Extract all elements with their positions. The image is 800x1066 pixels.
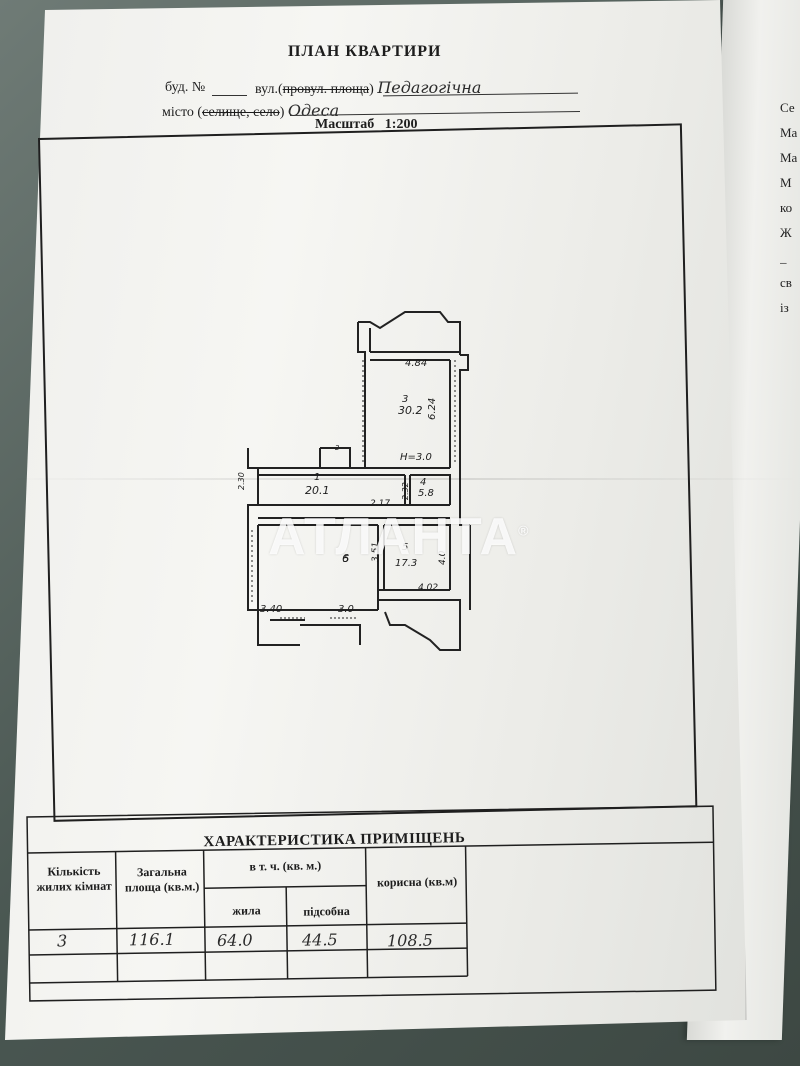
value-living: 64.0 [216, 930, 253, 950]
watermark-text: АТЛАНТА [268, 508, 519, 566]
dim-label: 3.51 [371, 542, 381, 562]
back-fragment: Ма [780, 150, 798, 165]
street-label-close: ) [369, 82, 374, 97]
city-label: місто ( [162, 105, 203, 120]
value-rooms: 3 [56, 931, 68, 951]
dim-label: 2.30 [237, 472, 246, 490]
dim-label: 4.84 [405, 358, 427, 369]
room-area: 30.2 [398, 404, 423, 417]
dim-label: 4.0 [438, 550, 448, 565]
watermark-reg: ® [518, 522, 530, 539]
street-label-struck: провул. площа [282, 82, 370, 97]
scale-row: Масштаб 1:200 [315, 117, 417, 133]
page-fold [0, 478, 800, 480]
document-title: ПЛАН КВАРТИРИ [288, 43, 442, 60]
room-area: 17.3 [395, 558, 417, 569]
dim-label: 3.40 [260, 604, 282, 615]
dim-label: 2.32 [401, 482, 410, 500]
dim-label: H=3.0 [400, 452, 432, 463]
room-area: 5.8 [418, 488, 434, 499]
building-underline [212, 95, 247, 96]
value-auxiliary: 44.5 [301, 930, 338, 950]
dim-label: 2.17 [370, 499, 390, 509]
scale-value: 1:200 [384, 117, 418, 132]
room-number: 1 [314, 472, 320, 483]
table-grid [26, 805, 717, 1002]
back-fragment: Ма [780, 125, 798, 140]
value-total: 116.1 [128, 929, 175, 950]
room-area: 20.1 [305, 484, 330, 497]
room-number: 4 [420, 477, 426, 488]
header-useful: корисна (кв.м) [376, 874, 458, 890]
room-number: 6 [342, 552, 349, 565]
back-fragment: _ [780, 250, 787, 265]
back-page-text: Се Ма Ма М ко Ж _ св із [780, 95, 800, 320]
building-label: буд. № [165, 80, 206, 95]
header-auxiliary: підсобна [303, 903, 350, 919]
back-fragment: Се [780, 100, 795, 115]
back-fragment: ко [780, 200, 793, 215]
floor-plan: 4.84 3 30.2 6.24 H=3.0 1 20.1 2.30 2.32 … [237, 311, 471, 651]
characteristics-table: ХАРАКТЕРИСТИКА ПРИМІЩЕНЬ Кількість жилих… [25, 804, 718, 1005]
back-fragment: Ж [780, 225, 792, 240]
scale-label: Масштаб [315, 117, 375, 132]
room-number: 3 [402, 394, 408, 405]
header-living: жила [232, 903, 261, 918]
header-rooms: Кількість жилих кімнат [36, 863, 112, 894]
wall [357, 322, 366, 468]
dim-label: 4.02 [418, 583, 438, 593]
city-label-close: ) [279, 105, 285, 120]
street-row: вул.(провул. площа) Педагогічна [255, 78, 481, 98]
building-row: буд. № [165, 80, 205, 96]
header-including: в т. ч. (кв. м.) [249, 858, 322, 874]
street-value: Педагогічна [377, 78, 482, 97]
document-page [5, 0, 745, 1040]
room-number: 5 [343, 554, 349, 565]
watermark: АТЛАНТА® [268, 507, 529, 567]
street-label: вул.( [255, 82, 283, 97]
back-fragment: св [780, 275, 792, 290]
back-fragment: М [780, 175, 792, 190]
back-fragment: із [780, 300, 789, 315]
room-number: 5 [402, 542, 408, 553]
header-total: Загальна площа (кв.м.) [124, 864, 200, 895]
city-label-struck: селище, село [202, 105, 280, 120]
room-number: 2 [335, 444, 340, 452]
dim-label: 6.24 [427, 398, 438, 420]
value-useful: 108.5 [386, 930, 433, 951]
wall [358, 311, 461, 355]
city-row: місто (селище, село) Одеса [162, 101, 339, 121]
dim-label: 3.0 [338, 604, 354, 615]
